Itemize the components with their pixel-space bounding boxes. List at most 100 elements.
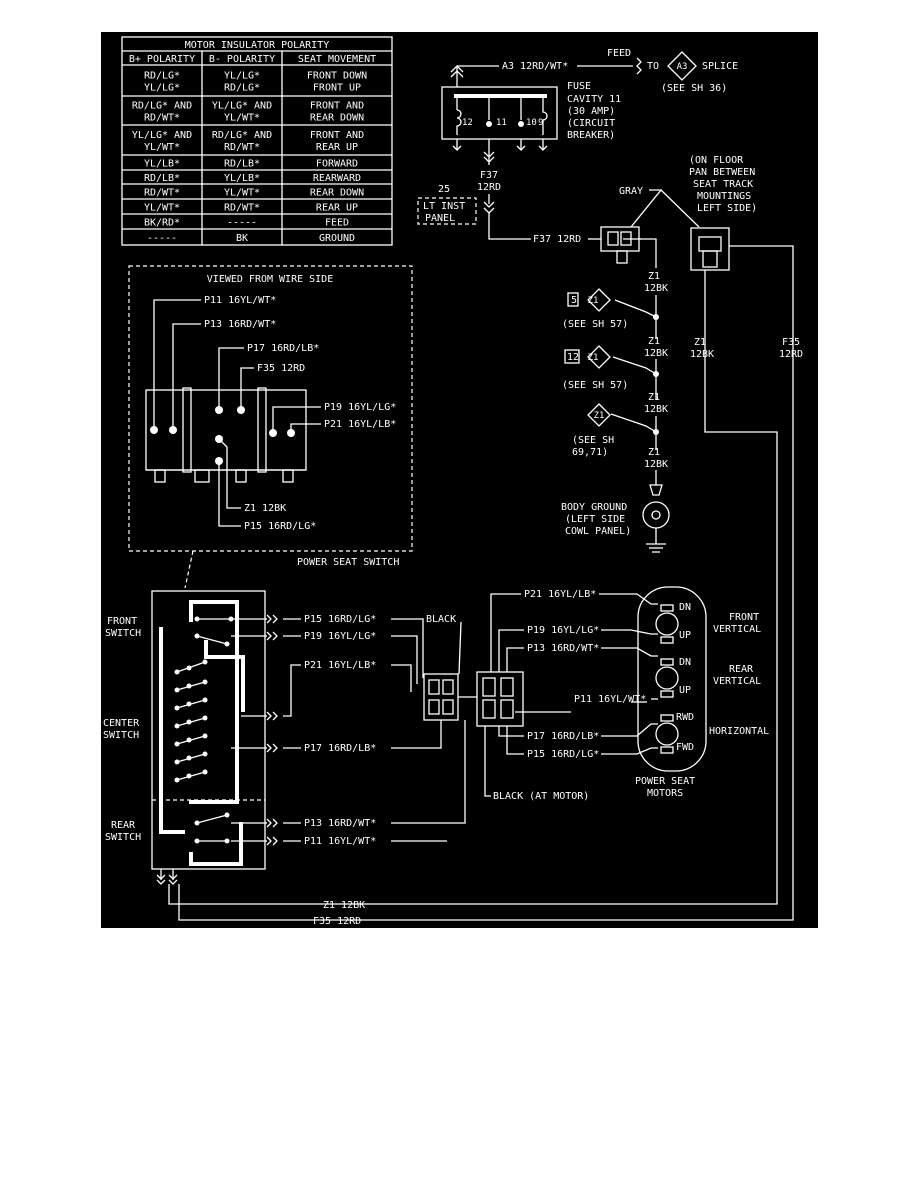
- switch-contact: [224, 838, 230, 844]
- sw-wire-p11: P11 16YL/WT*: [304, 836, 376, 847]
- black-label: BLACK: [426, 614, 456, 625]
- table-cell: REAR DOWN: [310, 188, 364, 199]
- center-switch-1: CENTER: [103, 718, 140, 729]
- fuse-term-12: 12: [462, 118, 473, 128]
- table-cell: YL/WT*: [144, 142, 180, 153]
- z1-12bk-c: 12BK: [644, 404, 668, 415]
- wire-f37: F37 12RD: [533, 234, 581, 245]
- table-cell: -----: [147, 233, 177, 244]
- switch-contact: [174, 741, 180, 747]
- table-cells: RD/LG*YL/LG*YL/LG*RD/LG*FRONT DOWNFRONT …: [132, 71, 367, 245]
- front-switch-2: SWITCH: [105, 628, 141, 639]
- switch-contact: [194, 616, 200, 622]
- switch-contact: [224, 641, 230, 647]
- sw-wire-p13: P13 16RD/WT*: [304, 818, 376, 829]
- pin-p13: P13 16RD/WT*: [204, 319, 276, 330]
- table-cell: FRONT AND: [310, 130, 364, 141]
- table-cell: YL/WT*: [224, 188, 260, 199]
- sw-wire-p21: P21 16YL/LB*: [304, 660, 376, 671]
- see-sh57-a: (SEE SH 57): [562, 319, 628, 330]
- table-cell: YL/LG* AND: [212, 101, 272, 112]
- table-cell: RD/LG* AND: [212, 130, 272, 141]
- table-cell: -----: [227, 218, 257, 229]
- center-switch-2: SWITCH: [103, 730, 139, 741]
- z1-12bk-b: 12BK: [644, 348, 668, 359]
- switch-contact: [202, 715, 208, 721]
- see-sh57-b: (SEE SH 57): [562, 380, 628, 391]
- table-cell: RD/LB*: [144, 173, 180, 184]
- table-cell: REAR UP: [316, 203, 358, 214]
- wiring-diagram: MOTOR INSULATOR POLARITY B+ POLARITY B- …: [101, 32, 818, 928]
- fuse-term-11: 11: [496, 118, 507, 128]
- header-seat-movement: SEAT MOVEMENT: [298, 54, 376, 65]
- see-sh6971-1: (SEE SH: [572, 435, 614, 446]
- f35-right-1: F35: [782, 337, 800, 348]
- switch-contact: [186, 773, 192, 779]
- see-sh36: (SEE SH 36): [661, 83, 727, 94]
- switch-contact: [202, 659, 208, 665]
- gray-connector-2: [690, 227, 730, 271]
- connector-section: GRAY (ON FLOOR PAN BETWEEN SEAT TRACK MO…: [168, 155, 803, 921]
- table-cell: YL/LG* AND: [132, 130, 192, 141]
- table-cell: RD/WT*: [224, 203, 260, 214]
- power-seat-motors: P21 16YL/LB* P19 16YL/LG* P13 16RD/WT* P…: [490, 586, 769, 799]
- splice-label: SPLICE: [702, 61, 738, 72]
- pin-p19: P19 16YL/LG*: [324, 402, 396, 413]
- switch-contact: [186, 755, 192, 761]
- table-cell: RD/LG* AND: [132, 101, 192, 112]
- floor-note-5: LEFT SIDE): [697, 203, 757, 214]
- connector-arrow: [266, 743, 272, 753]
- switch-schematic-box: [151, 590, 266, 870]
- sw-wire-p15: P15 16RD/LG*: [304, 614, 376, 625]
- switch-contact: [202, 769, 208, 775]
- table-cell: RD/WT*: [144, 113, 180, 124]
- fuse-term-9: 9: [538, 118, 543, 128]
- switch-contact: [174, 759, 180, 765]
- horizontal-label: HORIZONTAL: [709, 726, 769, 737]
- z1-right-1: Z1: [694, 337, 706, 348]
- motor-group-outline: [637, 586, 707, 772]
- table-cell: YL/LG*: [144, 83, 180, 94]
- motor-label-dn-1: DN: [679, 602, 691, 613]
- motors-caption-2: MOTORS: [647, 788, 683, 799]
- z1-12bk-d: 12BK: [644, 459, 668, 470]
- motor-brush: [660, 690, 674, 698]
- table-cell: FORWARD: [316, 159, 358, 170]
- splice-12-num: 12: [567, 352, 579, 363]
- wire-a3: A3 12RD/WT*: [502, 61, 568, 72]
- z1-b: Z1: [648, 336, 660, 347]
- table-cell: FRONT AND: [310, 101, 364, 112]
- table-cell: REAR UP: [316, 142, 358, 153]
- polarity-table: MOTOR INSULATOR POLARITY B+ POLARITY B- …: [121, 36, 393, 246]
- switch-contact: [194, 820, 200, 826]
- splice-5-z1: Z1: [588, 296, 599, 306]
- connector-arrow: [266, 836, 272, 846]
- z1-c: Z1: [648, 392, 660, 403]
- fuse-line-2: CAVITY 11: [567, 94, 621, 105]
- table-cell: BK/RD*: [144, 218, 180, 229]
- motor-wire-p13: P13 16RD/WT*: [527, 643, 599, 654]
- pin-p17: P17 16RD/LB*: [247, 343, 319, 354]
- body-ground-lug: [642, 501, 670, 529]
- table-title: MOTOR INSULATOR POLARITY: [185, 40, 330, 51]
- motor-brush: [660, 604, 674, 612]
- motor-label-rwd: RWD: [676, 712, 694, 723]
- switch-contact: [224, 812, 230, 818]
- motor-brush: [660, 746, 674, 754]
- sw-wire-p17: P17 16RD/LB*: [304, 743, 376, 754]
- black-at-motor: BLACK (AT MOTOR): [493, 791, 589, 802]
- splice-6971-z1: Z1: [594, 411, 605, 421]
- fuse-line-4: (CIRCUIT: [567, 118, 615, 129]
- z1-12bk-a: 12BK: [644, 283, 668, 294]
- floor-note-3: SEAT TRACK: [693, 179, 753, 190]
- f37-top-1: F37: [480, 170, 498, 181]
- switch-blade: [196, 814, 228, 824]
- switch-blade: [196, 635, 228, 645]
- switch-contact: [202, 679, 208, 685]
- motor-label-up-1: UP: [679, 630, 691, 641]
- fuse-line-1: FUSE: [567, 81, 591, 92]
- connector-arrow: [266, 614, 272, 624]
- switch-contact: [202, 733, 208, 739]
- motor-label-dn-2: DN: [679, 657, 691, 668]
- connector-arrow: [266, 711, 272, 721]
